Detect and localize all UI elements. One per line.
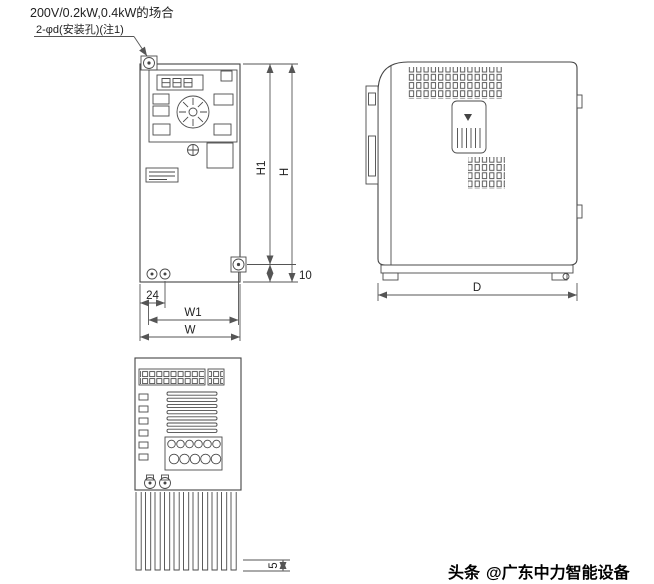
- watermark: 头条 @广东中力智能设备: [448, 563, 631, 582]
- foot-left: [382, 272, 399, 281]
- drawing-title: 200V/0.2kW,0.4kW的场合: [30, 5, 174, 20]
- callout-leader-arrow: [133, 36, 148, 57]
- dim-label-h1: H1: [256, 161, 268, 176]
- base-strip: [380, 264, 574, 274]
- jog-dial-spokes: [179, 98, 207, 126]
- din-rail-clip: [365, 85, 379, 185]
- ground-bolts: [144, 474, 171, 489]
- center-vent-slots: [457, 128, 481, 148]
- side-latch-marks: [138, 393, 149, 461]
- top-mounting-hole: [143, 57, 155, 69]
- side-view-dimensions: D: [377, 282, 578, 301]
- bottom-vent-slots: [166, 391, 218, 433]
- din-clip-latch: [368, 92, 376, 106]
- front-body-outline: [139, 63, 241, 283]
- center-vent-window: [451, 100, 487, 154]
- control-terminal-pins: [140, 370, 204, 384]
- bottom-view-dimensions: 5: [243, 559, 290, 572]
- mode-button: [152, 93, 170, 105]
- top-mounting-hole-center: [147, 61, 151, 65]
- power-terminal-screws-row2: [168, 453, 222, 465]
- power-terminal-block: [164, 436, 223, 471]
- base-screw: [562, 273, 570, 280]
- nameplate: [145, 167, 179, 183]
- bottom-mounting-hole-center: [236, 262, 241, 267]
- dim-label-w: W: [185, 325, 196, 337]
- pu-ext-button: [152, 123, 171, 136]
- terminal-screw-right: [159, 268, 171, 280]
- display-digits: [161, 78, 193, 88]
- terminal-screw-left-center: [150, 272, 154, 276]
- rear-hook-top: [576, 94, 583, 109]
- foot-right: [551, 272, 568, 281]
- dim-label-h: H: [279, 168, 291, 176]
- watermark-handle: @广东中力智能设备: [486, 563, 631, 582]
- connector-block: [207, 368, 225, 386]
- mounting-hole-callout: 2-φd(安装孔)(注1): [34, 22, 148, 57]
- nameplate-lines: [149, 171, 175, 180]
- bottom-mounting-hole: [232, 258, 245, 271]
- cover-screw-cross: [187, 144, 199, 156]
- run-button: [213, 93, 234, 106]
- operation-panel: [148, 69, 238, 143]
- bottom-view: [134, 357, 242, 571]
- unit-indicator: [220, 70, 233, 82]
- dim-label-24: 24: [146, 290, 159, 302]
- warning-triangle-icon: [464, 114, 472, 121]
- dim-label-5: 5: [268, 562, 280, 568]
- dim-label-d: D: [473, 282, 481, 294]
- front-cover-window: [206, 142, 234, 169]
- rear-hook-bottom: [576, 204, 583, 219]
- jog-dial: [176, 95, 210, 129]
- watermark-brand: 头条: [448, 563, 481, 582]
- mounting-hole-label: 2-φd(安装孔)(注1): [36, 22, 124, 36]
- front-view: [139, 55, 247, 283]
- control-terminal-strip: [138, 368, 206, 386]
- side-view: [365, 61, 583, 281]
- power-terminal-screws-row1: [167, 439, 221, 449]
- jog-dial-center: [188, 107, 198, 117]
- dim-label-w1: W1: [184, 307, 201, 319]
- din-clip-slot: [368, 135, 376, 177]
- stop-reset-button: [213, 123, 232, 136]
- heatsink-fins: [135, 492, 237, 571]
- connector-block-pins: [209, 370, 223, 384]
- seven-seg-display: [156, 74, 204, 91]
- set-button: [152, 105, 170, 117]
- vent-grid-top: [408, 67, 503, 99]
- terminal-screw-left: [146, 268, 158, 280]
- terminal-screw-right-center: [163, 272, 167, 276]
- vent-grid-lower: [468, 157, 505, 189]
- dim-label-10: 10: [299, 270, 312, 282]
- front-view-dimensions: H1 H 10 24 W1 W: [139, 63, 312, 341]
